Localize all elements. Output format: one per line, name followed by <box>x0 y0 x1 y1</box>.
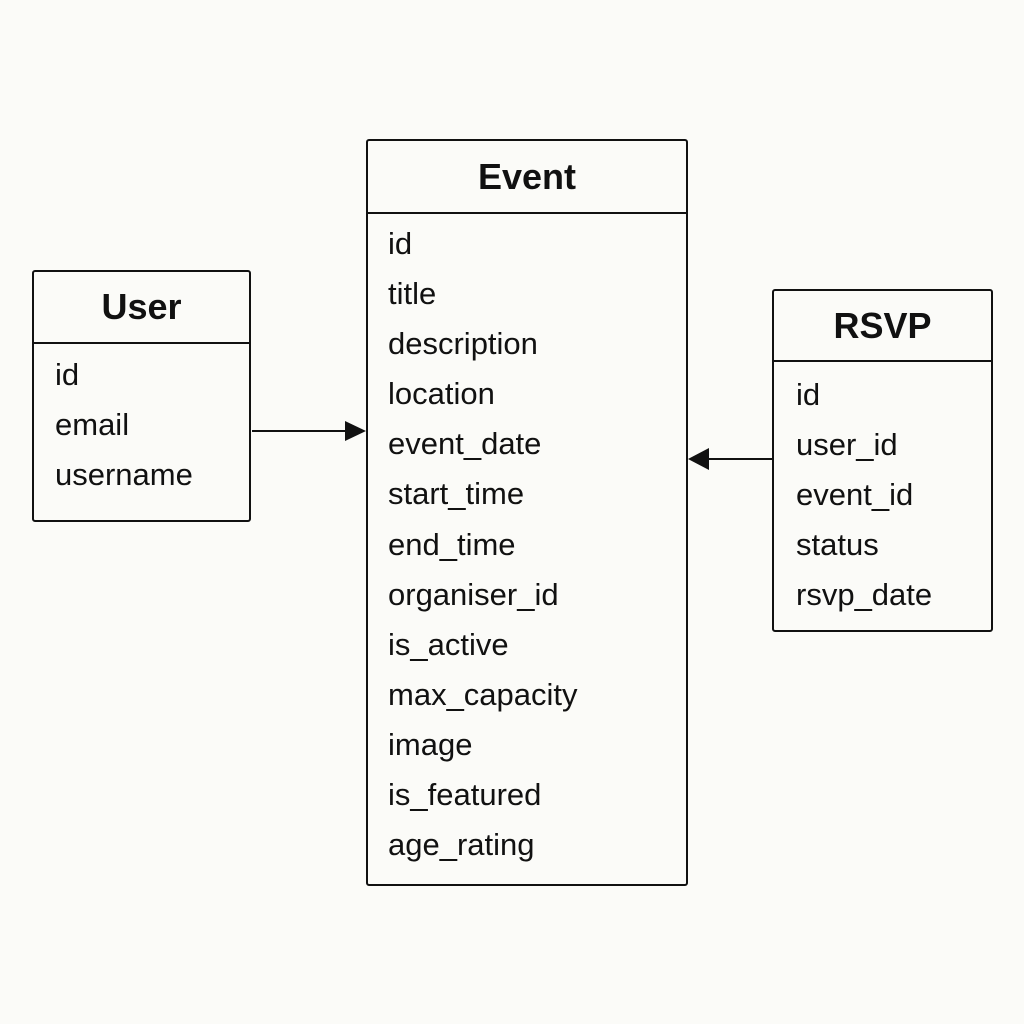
rsvp-field-rsvp-date: rsvp_date <box>796 577 933 612</box>
event-field-id: id <box>388 226 413 261</box>
user-field-id: id <box>55 357 80 392</box>
event-field-start-time: start_time <box>388 476 525 512</box>
rsvp-field-user-id: user_id <box>796 427 898 462</box>
rsvp-field-status: status <box>796 527 879 562</box>
event-field-organiser-id: organiser_id <box>388 576 559 612</box>
event-entity-title: Event <box>368 141 686 214</box>
event-field-age-rating: age_rating <box>388 827 535 863</box>
user-to-event-connector <box>252 421 366 441</box>
rsvp-field-list: id user_id event_id status rsvp_date <box>774 362 991 626</box>
user-entity: User id email username <box>32 270 251 522</box>
event-field-is-featured: is_featured <box>388 777 542 813</box>
rsvp-field-event-id: event_id <box>796 477 914 512</box>
user-entity-title: User <box>34 272 249 344</box>
event-field-image: image <box>388 726 473 762</box>
rsvp-to-event-arrowhead <box>688 448 709 470</box>
rsvp-to-event-connector <box>688 448 772 470</box>
rsvp-entity-title: RSVP <box>774 291 991 362</box>
user-field-list: id email username <box>34 344 249 506</box>
rsvp-entity: RSVP id user_id event_id status rsvp_dat… <box>772 289 993 632</box>
event-field-is-active: is_active <box>388 626 509 662</box>
event-field-list: id title description location event_date… <box>368 214 686 875</box>
event-field-max-capacity: max_capacity <box>388 676 578 712</box>
user-field-email: email <box>55 407 130 442</box>
event-entity: Event id title description location even… <box>366 139 688 886</box>
event-field-location: location <box>388 376 495 412</box>
event-field-event-date: event_date <box>388 426 542 462</box>
user-to-event-arrowhead <box>345 421 366 441</box>
rsvp-field-id: id <box>796 377 821 412</box>
event-field-description: description <box>388 326 538 362</box>
event-field-title: title <box>388 276 437 312</box>
user-field-username: username <box>55 457 193 492</box>
event-field-end-time: end_time <box>388 526 516 562</box>
